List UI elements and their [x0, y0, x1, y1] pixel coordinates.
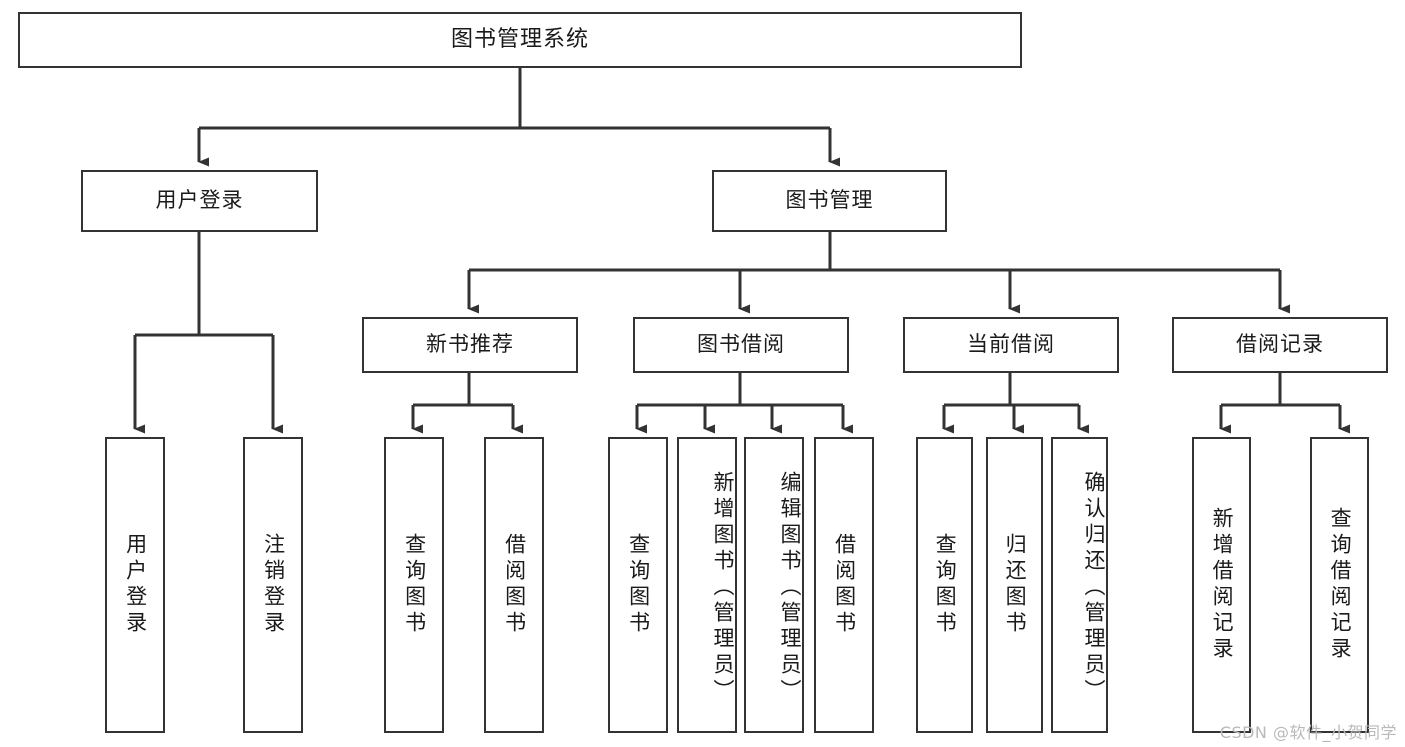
node-book-borrow[interactable]: 图书借阅: [633, 317, 849, 373]
node-borrow-record[interactable]: 借阅记录: [1172, 317, 1388, 373]
leaf-query-borrow-record[interactable]: 查询借阅记录: [1310, 437, 1369, 733]
node-label: 借阅图书: [832, 533, 857, 637]
node-book-manage[interactable]: 图书管理: [712, 170, 947, 232]
leaf-return-book[interactable]: 归还图书: [986, 437, 1043, 733]
node-label: 图书管理: [785, 188, 874, 213]
node-label: 新增图书（管理员）: [711, 471, 735, 705]
node-label: 查询图书: [402, 533, 427, 637]
node-label: 注销登录: [261, 533, 286, 637]
node-label: 当前借阅: [967, 332, 1055, 357]
leaf-borrow-book[interactable]: 借阅图书: [814, 437, 874, 733]
leaf-logout-login[interactable]: 注销登录: [243, 437, 303, 733]
leaf-query-book-current[interactable]: 查询图书: [916, 437, 973, 733]
leaf-add-borrow-record[interactable]: 新增借阅记录: [1192, 437, 1251, 733]
leaf-query-book-borrow[interactable]: 查询图书: [608, 437, 668, 733]
node-label: 查询图书: [933, 533, 958, 637]
node-label: 借阅记录: [1236, 332, 1324, 357]
node-label: 查询图书: [626, 533, 651, 637]
node-label: 图书借阅: [697, 332, 785, 357]
node-new-book-recommend[interactable]: 新书推荐: [362, 317, 578, 373]
leaf-add-book-admin[interactable]: 新增图书（管理员）: [677, 437, 737, 733]
node-label: 用户登录: [155, 188, 244, 213]
node-label: 图书管理系统: [450, 26, 589, 52]
node-current-borrow[interactable]: 当前借阅: [903, 317, 1119, 373]
node-label: 借阅图书: [502, 533, 527, 637]
node-label: 用户登录: [123, 533, 148, 637]
leaf-borrow-book-recommend[interactable]: 借阅图书: [484, 437, 544, 733]
node-label: 查询借阅记录: [1328, 507, 1353, 663]
node-label: 新书推荐: [426, 332, 514, 357]
node-user-login[interactable]: 用户登录: [81, 170, 318, 232]
node-label: 确认归还（管理员）: [1082, 471, 1106, 705]
leaf-user-login[interactable]: 用户登录: [105, 437, 165, 733]
node-label: 归还图书: [1003, 533, 1028, 637]
node-root-system[interactable]: 图书管理系统: [18, 12, 1022, 68]
node-label: 编辑图书（管理员）: [778, 471, 802, 705]
leaf-confirm-return-admin[interactable]: 确认归还（管理员）: [1051, 437, 1108, 733]
leaf-query-book-recommend[interactable]: 查询图书: [384, 437, 444, 733]
leaf-edit-book-admin[interactable]: 编辑图书（管理员）: [744, 437, 804, 733]
watermark: CSDN @软件_小贺同学: [1219, 723, 1397, 742]
node-label: 新增借阅记录: [1210, 507, 1235, 663]
